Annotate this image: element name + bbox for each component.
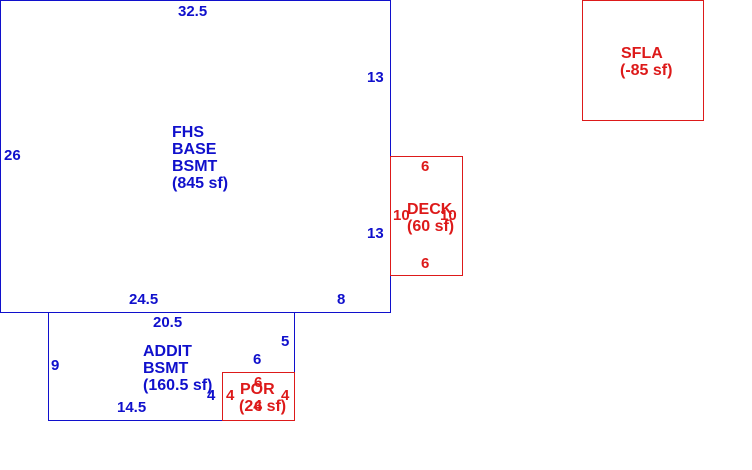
deck-name: DECK [407,201,453,218]
fhs-bottom-left-dimension: 24.5 [129,291,159,308]
addit-name-line-2: BSMT [143,360,189,377]
fhs-bottom-right-dimension: 8 [337,291,346,308]
addit-inner-top-dimension: 6 [253,351,262,368]
addit-top-dimension: 20.5 [153,314,183,331]
fhs-left-dimension: 26 [4,147,21,164]
sfla-name: SFLA [621,45,663,62]
fhs-name-line-3: BSMT [172,158,218,175]
fhs-name-line-1: FHS [172,124,204,141]
addit-area-label: ADDIT BSMT (160.5 sf) [143,343,212,394]
addit-left-dimension: 9 [51,357,60,374]
por-area-label: POR (24 sf) [239,381,286,415]
por-outline [222,372,295,421]
fhs-area-value: (845 sf) [172,175,229,192]
deck-area-label: DECK (60 sf) [407,201,454,235]
por-left-dimension: 4 [226,387,235,404]
sfla-area-label: SFLA (-85 sf) [620,45,672,79]
addit-bsmt-outline [48,312,295,421]
sfla-outline [582,0,704,121]
fhs-area-label: FHS BASE BSMT (845 sf) [172,124,228,192]
por-name: POR [240,381,275,398]
addit-area-value: (160.5 sf) [143,377,213,394]
deck-left-dimension: 10 [393,207,410,224]
addit-bottom-dimension: 14.5 [117,399,147,416]
deck-top-dimension: 6 [421,158,430,175]
fhs-name-line-2: BASE [172,141,217,158]
deck-outline [390,156,463,276]
addit-right-dimension: 5 [281,333,290,350]
deck-right-dimension: 10 [440,207,457,224]
addit-inner-left-dimension: 4 [207,387,216,404]
por-bottom-dimension: 6 [254,398,263,415]
deck-bottom-dimension: 6 [421,255,430,272]
por-top-dimension: 6 [254,374,263,391]
fhs-top-dimension: 32.5 [178,3,208,20]
addit-name-line-1: ADDIT [143,343,192,360]
deck-area-value: (60 sf) [407,218,455,235]
fhs-right-upper-dimension: 13 [367,69,384,86]
fhs-right-lower-dimension: 13 [367,225,384,242]
sfla-area-value: (-85 sf) [620,62,673,79]
por-right-dimension: 4 [281,387,290,404]
por-area-value: (24 sf) [239,398,287,415]
